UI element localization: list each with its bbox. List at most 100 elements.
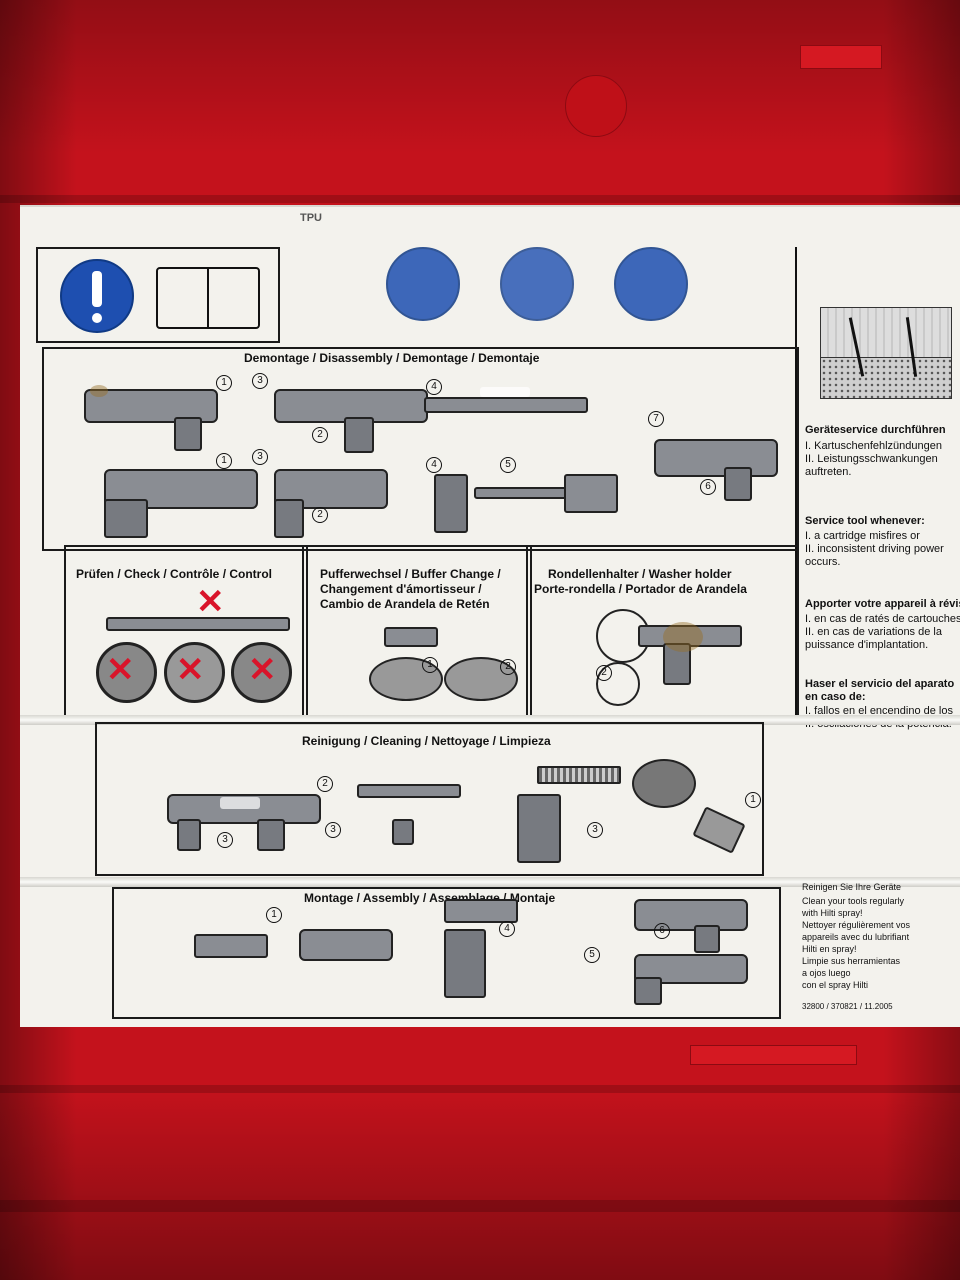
service-heading-es: Haser el servicio del aparato [805,678,955,690]
case-rib [0,1200,960,1212]
rust-stain [90,385,108,397]
step-number: 3 [252,373,268,389]
step-number: 2 [317,776,333,792]
step-number: 3 [252,449,268,465]
check-section: Prüfen / Check / Contrôle / Control ✕ ✕ … [64,545,308,719]
clean-note: Reinigen Sie Ihre Geräte Clean your tool… [790,882,950,1022]
tool-grip [174,417,202,451]
piston-drawing [474,487,568,499]
step-number: 1 [216,375,232,391]
fastening-diagram [800,247,960,399]
barrel-drawing [194,934,268,958]
service-heading-es-2: en caso de: [805,691,866,703]
step-number: 3 [587,822,603,838]
tool-grip [694,925,720,953]
material-mark: TPU [300,212,322,224]
step-number: 3 [217,832,233,848]
manual-book-icon [156,267,260,329]
washer-title-line: Porte-rondella / Portador de Arandela [534,582,747,596]
cleaning-part-drawing [392,819,414,845]
step-number: 6 [700,479,716,495]
service-item-en: I. a cartridge misfires or [805,530,920,542]
case-rib [0,195,960,203]
cleaning-detail-drawing [632,759,696,808]
label-fold [20,715,960,725]
tool-drawing [444,899,518,923]
buffer-ring-drawing [96,642,157,703]
washer-title-line: Rondellenhalter / Washer holder [548,567,732,581]
tool-drawing [654,439,778,477]
clean-note-line: appareils avec du lubrifiant [802,932,910,942]
tool-grip [257,819,285,851]
service-heading-de: Geräteservice durchführen [805,424,946,436]
label-fold [20,877,960,887]
service-item-de: I. Kartuschenfehlzündungen [805,440,942,452]
step-number: 7 [648,411,664,427]
tool-grip [724,467,752,501]
step-number: 2 [500,659,516,675]
assembly-section: Montage / Assembly / Assemblage / Montaj… [112,887,781,1019]
cleaning-section: Reinigung / Cleaning / Nettoyage / Limpi… [95,722,764,876]
label-code: 32800 / 370821 / 11.2005 [802,1002,893,1011]
service-item-fr: puissance d'implantation. [805,639,929,651]
ear-protection-icon [500,247,574,321]
service-heading-fr: Apporter votre appareil à révis [805,598,960,610]
piston-drawing [106,617,290,631]
wrong-cross-icon: ✕ [196,583,225,621]
step-number: 1 [266,907,282,923]
buffer-part-drawing [384,627,438,647]
clean-note-line: con el spray Hilti [802,980,869,990]
barrel-drawing [564,474,618,513]
cleaning-brush-drawing [537,766,621,784]
step-number: 1 [745,792,761,808]
case-boss [565,75,627,137]
service-item-de: auftreten. [805,466,852,478]
eye-protection-icon [386,247,460,321]
panel-divider [795,247,797,717]
tool-magazine [177,819,201,851]
washer-holder-section: Rondellenhalter / Washer holder Porte-ro… [526,545,799,719]
step-number: 4 [426,379,442,395]
clean-note-line: Limpie sus herramientas [802,956,901,966]
clean-note-line: Nettoyer régulièrement vos [802,920,911,930]
check-title: Prüfen / Check / Contrôle / Control [76,567,273,581]
step-number: 3 [325,822,341,838]
buffer-title-line: Changement d'ámortisseur / [320,582,482,596]
step-number: 4 [499,921,515,937]
service-item-es: I. fallos en el encendino de los [805,705,953,717]
buffer-section: Pufferwechsel / Buffer Change / Changeme… [302,545,532,719]
step-number: 5 [500,457,516,473]
case-latch-top [800,45,882,69]
wrong-cross-icon: ✕ [106,651,135,689]
tool-magazine [444,929,486,998]
buffer-title-line: Cambio de Arandela de Retén [320,597,490,611]
clean-note-line: Clean your tools regularly [802,896,905,906]
service-panel: Geräteservice durchführen I. Kartuschenf… [805,412,960,732]
tool-magazine [274,499,304,538]
piston-drawing [357,784,461,798]
tool-magazine [104,499,148,538]
scuff-mark [480,387,530,397]
step-number: 2 [596,665,612,681]
helmet-icon [614,247,688,321]
step-number: 2 [312,427,328,443]
service-item-de: II. Leistungsschwankungen [805,453,938,465]
tool-magazine [434,474,468,533]
tool-magazine [634,977,662,1005]
case-rib [0,1085,960,1093]
case-latch-bottom [690,1045,857,1065]
tool-drawing [634,899,748,931]
buffer-title-line: Pufferwechsel / Buffer Change / [320,567,501,581]
attention-icon [60,259,134,333]
service-item-fr: I. en cas de ratés de cartouches [805,613,960,625]
piston-drawing [424,397,588,413]
buffer-ring-drawing [164,642,225,703]
wrong-cross-icon: ✕ [248,651,277,689]
wrong-cross-icon: ✕ [176,651,205,689]
cleaning-title: Reinigung / Cleaning / Nettoyage / Limpi… [302,734,551,748]
tool-magazine [517,794,561,863]
grease-stain [663,622,703,652]
clean-note-line: Hilti en spray! [802,944,857,954]
washer-holder-drawing [663,643,691,685]
step-number: 5 [584,947,600,963]
